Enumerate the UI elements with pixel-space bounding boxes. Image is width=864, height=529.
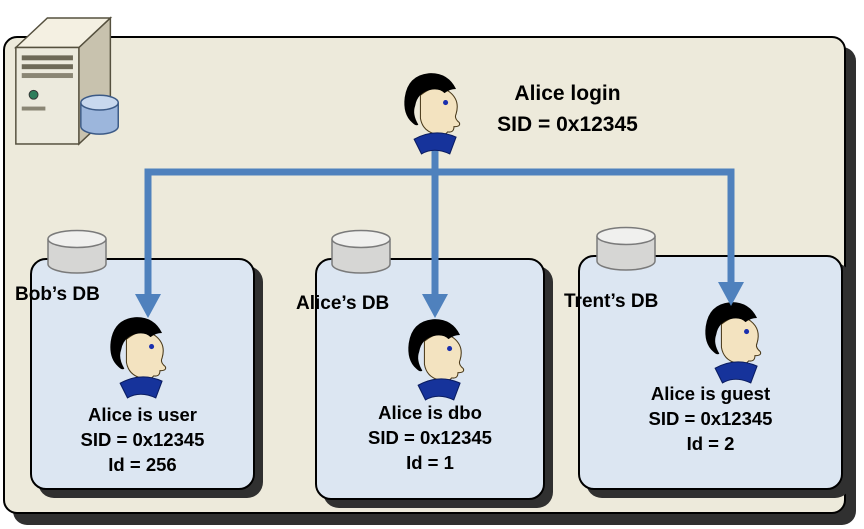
db-card-label: Trent’s DB	[564, 291, 659, 312]
person-head-icon	[695, 297, 773, 385]
database-cylinder-icon	[594, 226, 658, 272]
db-id-line: Id = 1	[406, 452, 454, 473]
db-sid-line: SID = 0x12345	[648, 408, 773, 429]
person-head-icon	[398, 314, 476, 402]
login-caption: Alice login SID = 0x12345	[470, 78, 665, 140]
login-title: Alice login	[514, 82, 621, 105]
db-card-trents: Trent’s DB Alice is guest SID = 0x12345 …	[564, 255, 843, 490]
db-id-line: Id = 256	[108, 454, 177, 475]
db-card-label: Alice’s DB	[296, 293, 390, 314]
db-card-caption: Alice is dbo SID = 0x12345 Id = 1	[317, 400, 543, 475]
login-sid: SID = 0x12345	[497, 113, 638, 136]
db-user-line: Alice is guest	[650, 383, 771, 404]
database-cylinder-icon	[329, 229, 393, 275]
db-user-line: Alice is user	[87, 404, 197, 425]
db-user-line: Alice is dbo	[378, 402, 482, 423]
db-card-alices: Alice’s DB Alice is dbo SID = 0x12345 Id…	[296, 258, 545, 500]
alice-login-person-icon	[395, 68, 471, 156]
server-tower-icon	[6, 4, 134, 154]
person-head-icon	[100, 312, 178, 400]
db-sid-line: SID = 0x12345	[368, 427, 492, 448]
db-card-caption: Alice is guest SID = 0x12345 Id = 2	[580, 381, 841, 456]
db-card-label: Bob’s DB	[15, 284, 100, 305]
db-id-line: Id = 2	[686, 433, 735, 454]
db-sid-line: SID = 0x12345	[80, 429, 205, 450]
database-cylinder-icon	[45, 229, 109, 275]
db-card-caption: Alice is user SID = 0x12345 Id = 256	[32, 402, 253, 477]
db-card-bobs: Bob’s DB Alice is user SID = 0x12345 Id …	[15, 258, 255, 490]
